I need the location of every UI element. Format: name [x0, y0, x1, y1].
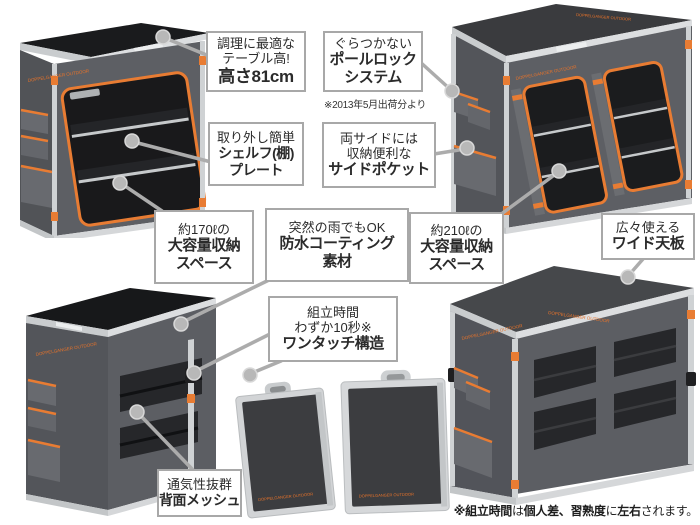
- callout-line: サイドポケット: [328, 161, 430, 179]
- photo-counter-front-small: DOPPELGANGER OUTDOOR: [8, 16, 213, 238]
- callout-line: システム: [344, 69, 402, 87]
- anchor-dot-one-touch-b: [242, 367, 258, 383]
- anchor-dot-wide-top: [620, 269, 636, 285]
- callout-line: 約170ℓの: [178, 221, 230, 237]
- anchor-dot-pole-lock: [444, 83, 460, 99]
- anchor-dot-mesh: [129, 404, 145, 420]
- callout-line: 組立時間: [306, 304, 359, 320]
- footnote-segment: ※組立時間: [453, 504, 512, 518]
- footnote-segment: は: [511, 504, 524, 518]
- footnote-segment: 左右: [617, 504, 641, 518]
- callout-line: 背面メッシュ: [159, 492, 241, 509]
- callout-waterproof: 突然の雨でもOK 防水コーティング 素材: [265, 208, 409, 282]
- anchor-dot-waterproof: [173, 316, 189, 332]
- callout-line: 両サイドには: [339, 130, 418, 146]
- callout-capacity-170: 約170ℓの 大容量収納 スペース: [154, 210, 254, 284]
- callout-line: 大容量収納: [167, 236, 241, 254]
- callout-line: ワンタッチ構造: [282, 335, 384, 353]
- footnote-segment: されます。: [640, 504, 699, 518]
- callout-line: テーブル高!: [222, 51, 290, 67]
- callout-capacity-210: 約210ℓの 大容量収納 スペース: [409, 212, 504, 284]
- callout-line: 調理に最適な: [216, 36, 295, 52]
- anchor-dot-capacity-170: [112, 175, 128, 191]
- photo-counter-front-wide: DOPPELGANGER OUTDOOR DOPPELGANGER OUTDOO…: [436, 0, 700, 236]
- callout-line: スペース: [428, 255, 485, 273]
- callout-line: 広々使える: [615, 219, 681, 235]
- assembly-footnote: ※組立時間は個人差、習熟度に左右されます。: [440, 502, 699, 519]
- photo-folded-tables: DOPPELGANGER OUTDOOR DOPPELGANGER OUTDOO…: [225, 358, 465, 525]
- anchor-dot-capacity-210: [551, 163, 567, 179]
- anchor-dot-table-height: [155, 29, 171, 45]
- callout-side-pocket: 両サイドには 収納便利な サイドポケット: [322, 122, 436, 188]
- callout-line: プレート: [229, 161, 284, 178]
- brand-logo: DOPPELGANGER OUTDOOR: [576, 12, 631, 22]
- callout-line: ぐらつかない: [333, 36, 412, 52]
- anchor-dot-one-touch-a: [186, 365, 202, 381]
- anchor-dot-shelf: [124, 133, 140, 149]
- brand-logo: DOPPELGANGER OUTDOOR: [359, 492, 414, 499]
- callout-pole-lock: ぐらつかない ポールロック システム: [323, 31, 423, 92]
- callout-line: 素材: [322, 252, 352, 270]
- callout-line: 収納便利な: [346, 146, 412, 162]
- callout-line: ポールロック: [329, 51, 417, 69]
- callout-table-height: 調理に最適な テーブル高! 高さ81cm: [206, 31, 306, 92]
- counter-front-small-illustration: DOPPELGANGER OUTDOOR: [20, 23, 209, 238]
- callout-line: 大容量収納: [420, 237, 493, 255]
- callout-one-touch: 組立時間 わずか10秒※ ワンタッチ構造: [268, 296, 398, 362]
- callout-line: 突然の雨でもOK: [288, 219, 386, 235]
- callout-line: 通気性抜群: [166, 477, 232, 493]
- callout-mesh: 通気性抜群 背面メッシュ: [157, 469, 242, 517]
- callout-line: ワイド天板: [611, 235, 685, 253]
- callout-line: 高さ81cm: [218, 66, 294, 86]
- callout-shelf: 取り外し簡単 シェルフ(棚) プレート: [208, 122, 304, 186]
- footnote-segment: 個人差、習熟度: [523, 504, 606, 518]
- callout-line: 防水コーティング: [279, 234, 395, 252]
- callout-wide-top: 広々使える ワイド天板: [601, 213, 695, 260]
- pole-lock-note: ※2013年5月出荷分より: [324, 100, 427, 111]
- callout-line: わずか10秒※: [294, 320, 372, 336]
- callout-line: 取り外し簡単: [216, 129, 295, 145]
- callout-line: 約210ℓの: [430, 222, 483, 238]
- anchor-dot-side-pocket: [459, 140, 475, 156]
- footnote-segment: に: [605, 504, 618, 518]
- callout-line: スペース: [175, 254, 233, 272]
- callout-line: シェルフ(棚): [218, 145, 294, 162]
- brand-logo: DOPPELGANGER OUTDOOR: [258, 491, 313, 502]
- folded-tables-illustration: DOPPELGANGER OUTDOOR DOPPELGANGER OUTDOO…: [235, 369, 450, 519]
- counter-front-wide-illustration: DOPPELGANGER OUTDOOR DOPPELGANGER OUTDOO…: [449, 4, 692, 234]
